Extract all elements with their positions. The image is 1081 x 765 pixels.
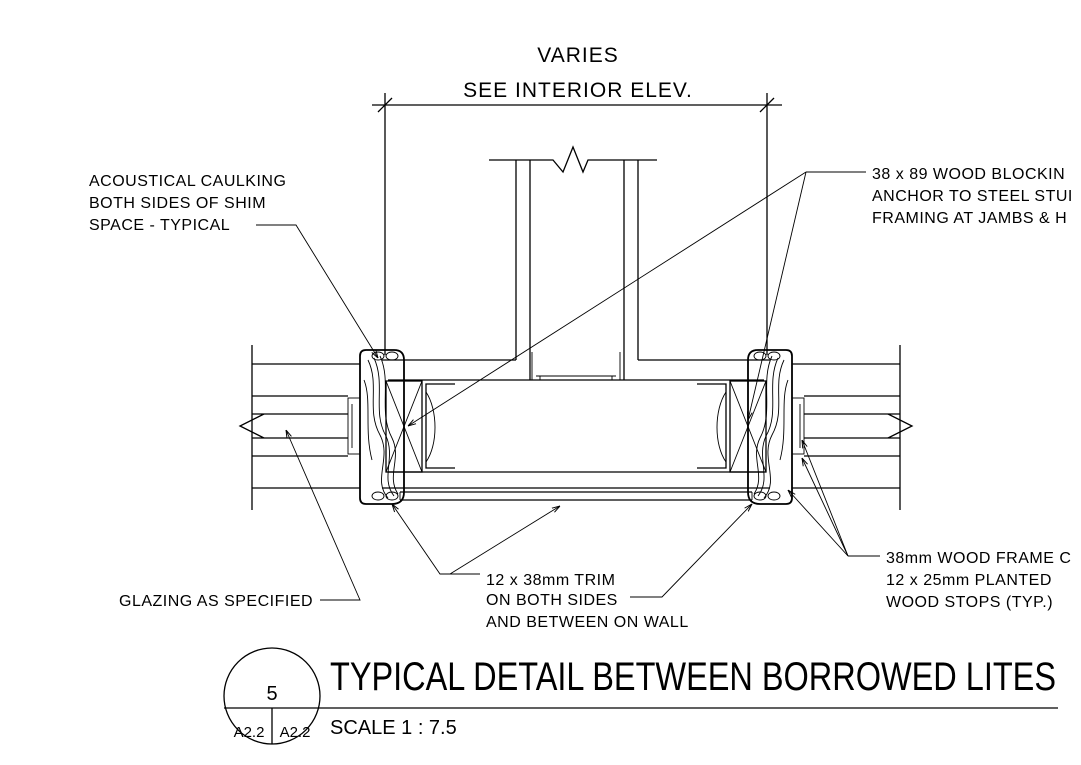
detail-number: 5 [266,683,277,705]
dimension-varies: VARIES SEE INTERIOR ELEV. [372,44,782,355]
leader-stop-lower [802,458,849,557]
glass-break-right [887,413,914,439]
note-trim-line2: ON BOTH SIDES [486,592,618,609]
note-blocking-line3: FRAMING AT JAMBS & H [872,210,1067,227]
glazing-left [238,345,361,510]
note-blocking-line2: ANCHOR TO STEEL STUI [872,188,1073,205]
dimension-tick-left [377,97,393,113]
note-caulking-line1: ACOUSTICAL CAULKING [89,173,286,190]
glazing-right [791,345,914,510]
note-caulking-line2: BOTH SIDES OF SHIM [89,195,266,212]
note-caulking-line3: SPACE - TYPICAL [89,217,230,234]
note-trim-line1: 12 x 38mm TRIM [486,572,615,589]
glass-break-left [238,413,265,439]
dimension-tick-right [759,97,775,113]
title-block: 5 A2.2 A2.2 TYPICAL DETAIL BETWEEN BORRO… [223,647,1058,745]
leader-stop-upper [802,440,849,557]
wood-frame-left [359,349,405,505]
leader-trim-center [449,506,560,575]
sheet-ref-right: A2.2 [280,724,311,741]
note-blocking-line1: 38 x 89 WOOD BLOCKIN [872,166,1065,183]
leader-blocking-left [408,171,807,426]
leader-trim-left [392,504,480,575]
frame-assembly [359,349,793,505]
wall-break-line [489,145,657,174]
leader-glazing [286,430,361,601]
leader-frame [788,490,849,557]
note-trim-line3: AND BETWEEN ON WALL [486,614,689,631]
note-wood-frame: 38mm WOOD FRAME C 12 x 25mm PLANTED WOOD… [788,440,1071,611]
glazing-stop-left [347,397,361,455]
stud-channel-left [425,383,455,469]
leader-trim-right [630,504,752,598]
note-frame-line3: WOOD STOPS (TYP.) [886,594,1053,611]
note-frame-line1: 38mm WOOD FRAME C [886,550,1071,567]
sheet-ref-left: A2.2 [234,724,265,741]
drawing-scale: SCALE 1 : 7.5 [330,717,457,739]
note-glazing: GLAZING AS SPECIFIED [119,430,361,610]
wood-frame-right [747,349,793,505]
dimension-text-see-interior: SEE INTERIOR ELEV. [463,79,693,102]
leader-blocking-right [748,171,807,420]
dimension-text-varies: VARIES [537,44,618,67]
glazing-stop-right [791,397,805,455]
stud-channel-right [697,383,727,469]
leader-caulking [256,224,378,358]
note-glazing-text: GLAZING AS SPECIFIED [119,593,313,610]
note-wood-blocking: 38 x 89 WOOD BLOCKIN ANCHOR TO STEEL STU… [408,166,1073,426]
note-trim: 12 x 38mm TRIM ON BOTH SIDES AND BETWEEN… [392,504,752,631]
note-frame-line2: 12 x 25mm PLANTED [886,572,1052,589]
steel-stud-wall [489,145,657,381]
drawing-title: TYPICAL DETAIL BETWEEN BORROWED LITES [330,655,1056,699]
note-acoustical-caulking: ACOUSTICAL CAULKING BOTH SIDES OF SHIM S… [89,173,378,358]
